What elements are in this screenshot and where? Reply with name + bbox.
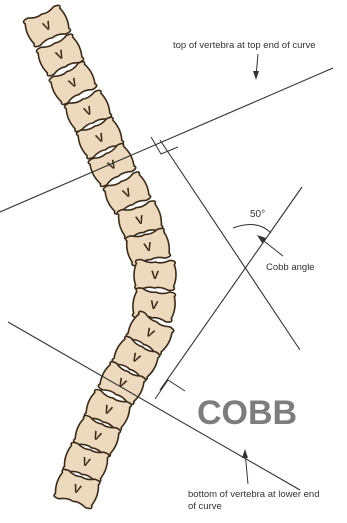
- angle-value-label: 50°: [250, 209, 265, 220]
- cobb-title: COBB: [197, 394, 297, 432]
- lower-perpendicular-line: [160, 187, 302, 390]
- vertebra-label: V: [151, 268, 159, 282]
- upper-perpendicular-line: [160, 140, 300, 350]
- lower-right-angle-marker: [155, 380, 185, 399]
- top-label-arrowhead: [253, 71, 259, 80]
- bottom-endplate-label-line1: bottom of vertebra at lower end: [188, 489, 320, 500]
- top-endplate-label: top of vertebra at top end of curve: [173, 40, 316, 51]
- bottom-label-arrowhead: [242, 449, 248, 458]
- vertebra: V: [134, 259, 177, 290]
- bottom-endplate-label-line2: of curve: [188, 501, 222, 512]
- upper-endplate-line: [0, 68, 333, 212]
- angle-arc: [233, 224, 271, 233]
- cobb-angle-label: Cobb angle: [266, 262, 315, 273]
